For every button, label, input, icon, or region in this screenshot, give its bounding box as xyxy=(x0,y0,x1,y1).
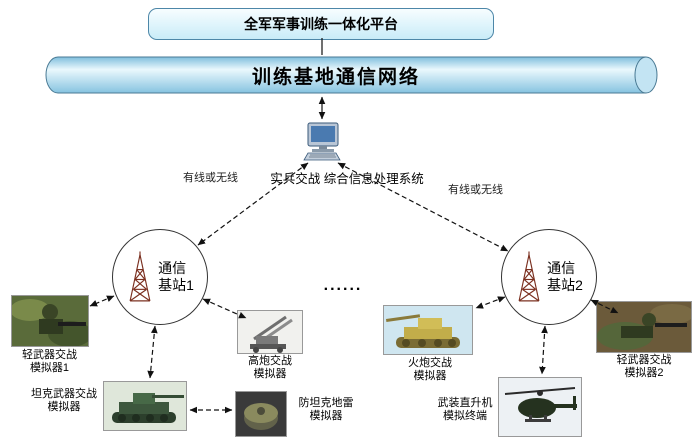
helicopter-terminal-image xyxy=(499,378,581,436)
at-mine-simulator-image xyxy=(236,392,286,436)
platform-label: 全军军事训练一体化平台 xyxy=(244,16,398,32)
artillery-simulator-label: 火炮交战 模拟器 xyxy=(408,357,452,382)
computer-icon xyxy=(298,122,346,166)
tank-weapon-simulator-image xyxy=(104,382,186,430)
base-station-1: 通信 基站1 xyxy=(112,229,208,325)
network-bus-label: 训练基地通信网络 xyxy=(251,66,420,88)
tank-weapon-simulator-label: 坦克武器交战 模拟器 xyxy=(31,388,97,413)
link-label-right: 有线或无线 xyxy=(448,184,503,196)
light-weapon-simulator-2-label: 轻武器交战 模拟器2 xyxy=(616,354,672,379)
base-station-1-label: 通信 基站1 xyxy=(158,260,194,293)
at-mine-simulator-label: 防坦克地雷 模拟器 xyxy=(298,397,354,422)
antenna-tower-icon xyxy=(126,248,154,306)
artillery-simulator-image xyxy=(384,306,472,354)
network-bus-cylinder xyxy=(42,55,660,95)
light-weapon-simulator-1-image xyxy=(12,296,88,346)
base-station-2-label: 通信 基站2 xyxy=(547,260,583,293)
aa-gun-simulator-label: 高炮交战 模拟器 xyxy=(248,355,292,380)
ellipsis-more-stations: ...... xyxy=(323,277,363,294)
base-station-2: 通信 基站2 xyxy=(501,229,597,325)
antenna-tower-icon xyxy=(515,248,543,306)
link-label-left: 有线或无线 xyxy=(183,172,238,184)
light-weapon-simulator-1-label: 轻武器交战 模拟器1 xyxy=(22,349,77,374)
processor-label: 实兵交战 综合信息处理系统 xyxy=(270,172,424,186)
aa-gun-simulator-image xyxy=(238,311,302,353)
helicopter-terminal-label: 武装直升机 模拟终端 xyxy=(437,397,493,422)
platform-box: 全军军事训练一体化平台 xyxy=(148,8,494,40)
light-weapon-simulator-2-image xyxy=(597,302,691,352)
cylinder-shape-icon xyxy=(45,56,658,94)
